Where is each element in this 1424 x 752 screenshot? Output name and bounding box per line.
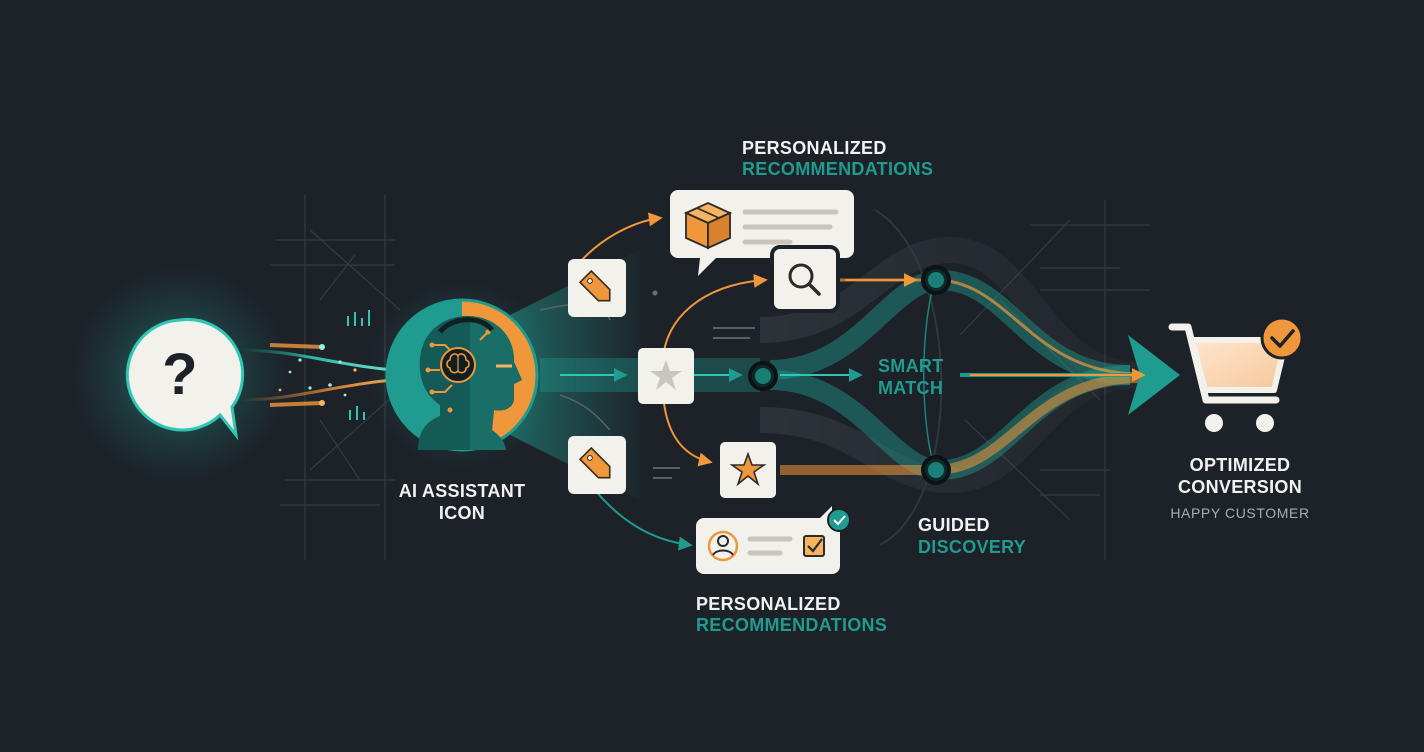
bottom-reco-card	[696, 506, 851, 574]
tag-card-bottom	[568, 436, 626, 494]
bottom-reco-title: PERSONALIZED	[696, 594, 841, 614]
smart-match-line2: MATCH	[878, 378, 944, 398]
star-icon	[729, 451, 767, 487]
bottom-reco-subtitle: RECOMMENDATIONS	[696, 615, 888, 635]
box-icon	[683, 202, 733, 250]
text-dashes	[653, 327, 755, 479]
conversion-line1: OPTIMIZED	[1189, 455, 1291, 475]
tag-card-top	[568, 259, 626, 317]
star-icon	[650, 360, 682, 390]
cart-icon	[1168, 316, 1304, 432]
conversion-subtitle: HAPPY CUSTOMER	[1170, 505, 1310, 521]
orange-band	[780, 373, 1141, 475]
guided-line1: GUIDED	[918, 515, 990, 535]
star-card-lower	[720, 442, 776, 498]
node-ring	[923, 279, 936, 471]
main-arrow-head	[1128, 335, 1180, 415]
question-bubble	[125, 317, 245, 441]
ai-label-line1: AI ASSISTANT	[398, 481, 526, 501]
star-card-center	[638, 348, 694, 404]
orange-band	[840, 278, 1141, 376]
question-icon: ?	[162, 342, 198, 407]
ai-label-line2: ICON	[438, 503, 486, 523]
tag-icon	[578, 269, 611, 302]
check-badge-icon	[827, 508, 851, 532]
grey-band	[759, 236, 1141, 388]
guided-line2: DISCOVERY	[918, 537, 1027, 557]
checkbox-icon	[803, 535, 825, 557]
search-icon	[788, 263, 821, 296]
flow-connectors	[539, 212, 918, 551]
top-reco-subtitle: RECOMMENDATIONS	[742, 159, 934, 179]
user-icon	[707, 530, 739, 562]
node-ring	[874, 209, 943, 546]
smart-match-line1: SMART	[878, 356, 944, 376]
brain-icon	[440, 347, 476, 383]
check-badge-icon	[1260, 316, 1304, 360]
top-reco-title: PERSONALIZED	[742, 138, 887, 158]
tag-icon	[578, 446, 611, 479]
conversion-line2: CONVERSION	[1177, 477, 1303, 497]
search-card	[770, 245, 840, 313]
